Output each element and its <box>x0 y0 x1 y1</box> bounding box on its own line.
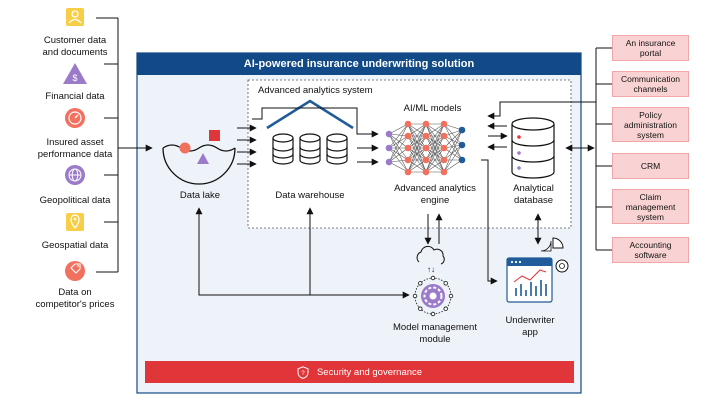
svg-text:?: ? <box>301 371 305 377</box>
nn-node <box>458 126 466 134</box>
dollar-icon: $ <box>63 63 87 84</box>
orbit-dot <box>443 306 448 311</box>
person-icon <box>66 8 84 26</box>
nn-node <box>422 156 430 164</box>
solution-title: AI-powered insurance underwriting soluti… <box>137 53 581 75</box>
svg-text:$: $ <box>72 73 77 83</box>
nn-node <box>404 156 412 164</box>
nn-node <box>385 130 393 138</box>
price-tag-icon <box>65 261 85 281</box>
analytical-database-icon <box>511 117 555 179</box>
neural-network-icon <box>385 120 466 176</box>
gauge-icon <box>65 108 85 128</box>
models-db-arrows <box>487 122 508 151</box>
nn-node <box>404 144 412 152</box>
external-systems-bracket <box>487 47 612 251</box>
data-warehouse-label: Data warehouse <box>275 190 345 201</box>
source-label-financial: Financial data <box>45 91 105 102</box>
nn-node <box>422 120 430 128</box>
orbit-dot <box>418 281 423 286</box>
nn-node <box>385 144 393 152</box>
nn-node <box>404 132 412 140</box>
nn-node <box>458 156 466 164</box>
data-warehouse-icon <box>266 99 354 165</box>
nn-node <box>440 132 448 140</box>
orbit-dot <box>443 281 448 286</box>
ai-ml-models-label: AI/ML models <box>403 103 462 114</box>
location-pin-icon <box>66 213 84 231</box>
source-label-geospatial: Geospatial data <box>41 240 109 251</box>
orbit-dot <box>418 306 423 311</box>
engine-model-mgmt-arrows <box>424 213 443 245</box>
lake-warehouse-model-connector <box>195 207 410 299</box>
orbit-dot <box>448 293 454 299</box>
orbit-dot <box>412 293 418 299</box>
nn-node <box>422 132 430 140</box>
data-lake-label: Data lake <box>179 190 221 201</box>
security-governance-bar: ? Security and governance <box>145 361 574 383</box>
orbit-dot <box>430 275 436 281</box>
svg-text:↑↓: ↑↓ <box>427 265 435 274</box>
nn-node <box>385 158 393 166</box>
engine-to-app-arrow <box>481 159 542 285</box>
nn-node <box>440 120 448 128</box>
nn-node <box>422 144 430 152</box>
nn-node <box>440 168 448 176</box>
nn-node <box>404 120 412 128</box>
source-label-geopolitical: Geopolitical data <box>39 195 111 206</box>
nn-node <box>440 144 448 152</box>
orbit-dot <box>430 311 436 317</box>
model-management-icon: ↑↓ <box>412 245 454 317</box>
lake-to-warehouse-arrows <box>237 124 257 168</box>
shield-icon: ? <box>297 365 309 379</box>
source-bracket <box>96 17 153 273</box>
nn-node <box>440 156 448 164</box>
globe-icon <box>65 165 85 185</box>
nn-node <box>404 168 412 176</box>
advanced-analytics-system-label: Advanced analytics system <box>258 85 373 96</box>
security-governance-label: Security and governance <box>316 366 423 378</box>
nn-node <box>422 168 430 176</box>
system-crm: CRM <box>612 153 689 179</box>
data-lake-icon <box>162 130 236 185</box>
underwriter-app-icon <box>506 237 569 303</box>
nn-node <box>458 141 466 149</box>
warehouse-to-models-arrows <box>252 107 379 166</box>
